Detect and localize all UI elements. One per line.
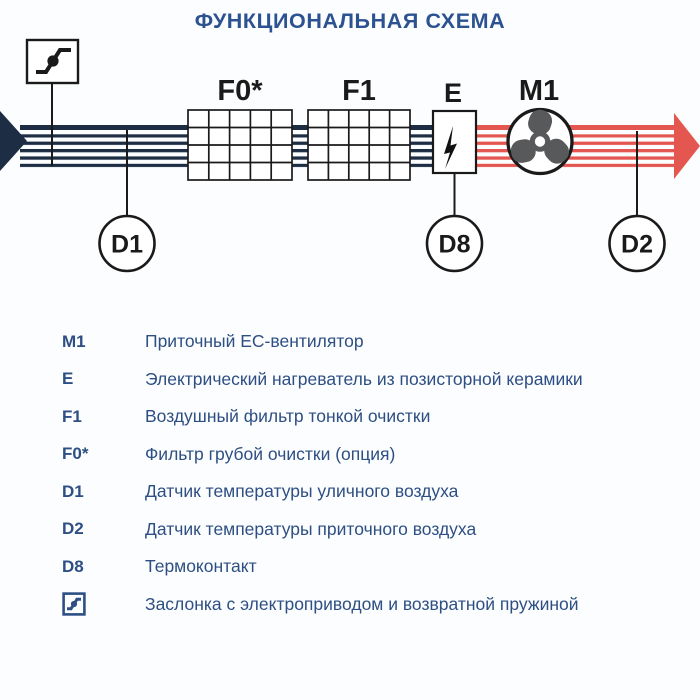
legend-row-damper: Заслонка с электроприводом и возвратной … [0,586,700,624]
sensor-d2: D2 [608,214,666,273]
supply-arrow-icon [674,113,700,179]
legend-key: E [62,369,74,389]
legend-row-f1: F1 Воздушный фильтр тонкой очистки [0,398,700,436]
legend-text: Воздушный фильтр тонкой очистки [145,406,431,427]
intake-arrow-icon [0,111,27,171]
label-d1: D1 [111,231,143,259]
heater-box [431,109,478,175]
legend-text: Приточный EC-вентилятор [145,331,364,352]
label-f1: F1 [342,75,376,107]
legend-key: M1 [62,331,86,351]
damper-icon [25,38,80,85]
legend-key: D2 [62,519,84,539]
legend-key: D8 [62,556,84,576]
lightning-icon [444,126,457,169]
legend-row-e: E Электрический нагреватель из позисторн… [0,361,700,399]
functional-diagram: F0* F1 E M1 D1 D8 D2 [0,38,700,273]
filter-f0-grid [187,109,293,181]
label-m1: M1 [519,75,559,107]
label-d2: D2 [621,231,653,259]
legend-text: Датчик температуры приточного воздуха [145,518,477,539]
legend-row-d2: D2 Датчик температуры приточного воздуха [0,511,700,549]
legend-text: Электрический нагреватель из позисторной… [145,368,583,389]
legend-row-d8: D8 Термоконтакт [0,548,700,586]
label-e: E [444,78,462,108]
label-d8: D8 [439,231,471,259]
legend-key: D1 [62,481,84,501]
legend-row-d1: D1 Датчик температуры уличного воздуха [0,473,700,511]
legend-text: Датчик температуры уличного воздуха [145,481,459,502]
legend: M1 Приточный EC-вентилятор E Электрическ… [0,323,700,623]
supply-airflow-stripes [476,125,676,168]
label-f0: F0* [217,75,263,107]
legend-row-m1: M1 Приточный EC-вентилятор [0,323,700,361]
legend-text: Термоконтакт [145,556,257,577]
sensor-d8: D8 [425,214,484,273]
legend-row-f0: F0* Фильтр грубой очистки (опция) [0,436,700,474]
sensor-d1: D1 [98,214,156,273]
damper-icon [62,592,145,616]
legend-key: F0* [62,444,89,464]
filter-f1-grid [307,109,411,181]
page-title: ФУНКЦИОНАЛЬНАЯ СХЕМА [194,9,506,33]
fan-icon [506,107,574,176]
legend-key: F1 [62,406,82,426]
legend-text: Заслонка с электроприводом и возвратной … [145,593,579,614]
legend-text: Фильтр грубой очистки (опция) [145,443,396,464]
